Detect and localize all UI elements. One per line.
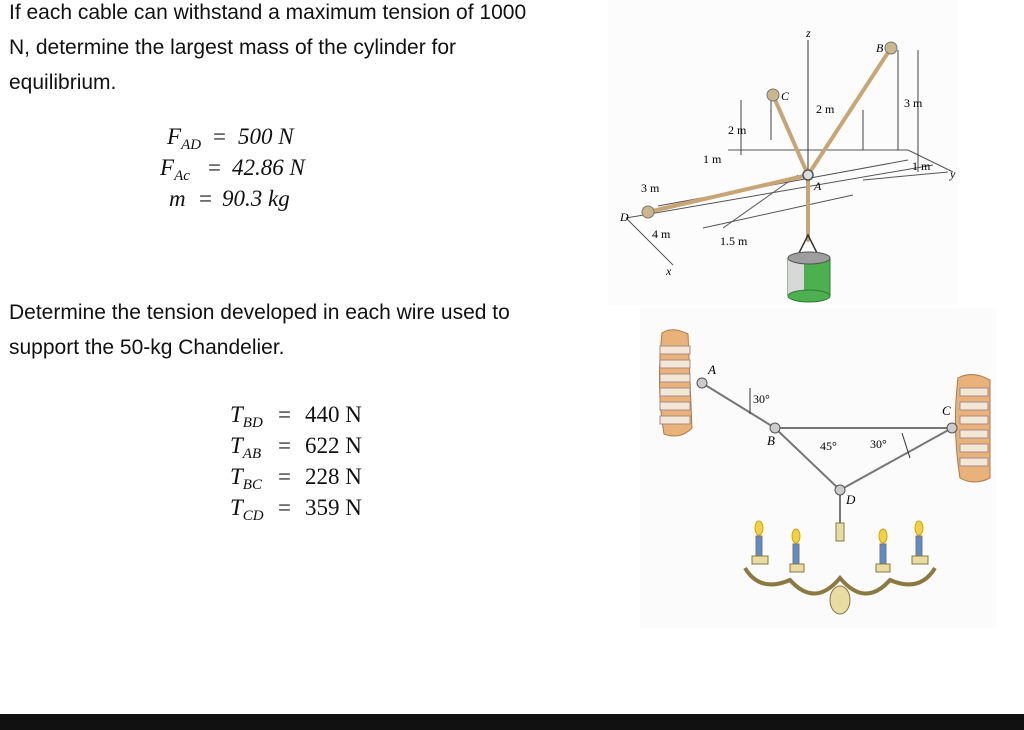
chandelier: [743, 520, 937, 615]
label-A: A: [707, 362, 716, 377]
ring-C: [946, 422, 958, 434]
answer-row: TCD = 359 N: [230, 495, 362, 524]
cylinder: [787, 233, 831, 303]
dim-1-5m: 1.5 m: [720, 234, 748, 248]
answer-value: 440 N: [305, 402, 362, 427]
label-B: B: [767, 433, 775, 448]
ring-A: [802, 169, 814, 181]
angle-45: 45°: [820, 439, 837, 453]
answer-value: 359 N: [305, 495, 362, 520]
angle-30-top: 30°: [753, 392, 770, 406]
ring-B: [769, 422, 781, 434]
problem2-answers: TBD = 440 N TAB = 622 N TBC = 228 N TCD …: [230, 402, 430, 526]
problem1-statement: If each cable can withstand a maximum te…: [9, 0, 589, 100]
right-wall: [954, 374, 991, 483]
dim-2m-vertical: 2 m: [728, 123, 747, 137]
left-wall: [658, 329, 693, 437]
answer-value: 228 N: [305, 464, 362, 489]
problem2-statement: Determine the tension developed in each …: [9, 295, 589, 365]
dim-4m: 4 m: [652, 227, 671, 241]
label-x: x: [665, 264, 672, 278]
label-A: A: [813, 179, 822, 193]
answer-row: TAB = 622 N: [230, 433, 362, 462]
label-z: z: [805, 26, 811, 40]
answer-row: FAD = 500 N: [167, 124, 294, 153]
ring-A: [696, 377, 708, 389]
problem2-line1: Determine the tension developed in each …: [9, 301, 510, 324]
answer-value: 622 N: [305, 433, 362, 458]
label-C: C: [942, 403, 951, 418]
answer-row: TBD = 440 N: [230, 402, 362, 431]
label-D: D: [619, 210, 629, 224]
label-D: D: [845, 492, 856, 507]
support-B: [884, 41, 898, 55]
angle-30-right: 30°: [870, 437, 887, 451]
problem1-line3: equilibrium.: [9, 71, 117, 94]
support-D: [641, 205, 655, 219]
dim-1m-left: 1 m: [703, 152, 722, 166]
dim-3m-right: 3 m: [904, 96, 923, 110]
answer-value: 42.86 N: [232, 155, 305, 180]
answer-value: 500 N: [238, 124, 294, 149]
support-C: [766, 88, 780, 102]
bottom-bar: [0, 714, 1024, 730]
ring-D: [834, 484, 846, 496]
dim-1m-right: 1 m: [912, 159, 931, 173]
dim-3m-left: 3 m: [641, 181, 660, 195]
dim-2m-top: 2 m: [816, 102, 835, 116]
problem1-answers: FAD = 500 N FAc = 42.86 N m = 90.3 kg: [160, 124, 360, 217]
problem2-line2: support the 50-kg Chandelier.: [9, 336, 285, 359]
label-y: y: [949, 167, 956, 181]
answer-row: m = 90.3 kg: [169, 186, 290, 211]
label-C: C: [781, 89, 790, 103]
problem1-line2: N, determine the largest mass of the cyl…: [9, 36, 457, 59]
label-B: B: [876, 41, 884, 55]
answer-row: FAc = 42.86 N: [160, 155, 305, 184]
answer-value: 90.3 kg: [222, 186, 290, 211]
cable-cylinder-figure: z x y A B C D 2 m 2 m 3 m 3 m 1 m 1 m 4 …: [608, 0, 958, 305]
problem1-line1: If each cable can withstand a maximum te…: [9, 1, 527, 24]
chandelier-figure: A B C D 30° 45° 30°: [640, 308, 996, 628]
wires: [701, 382, 953, 523]
cables: [646, 46, 893, 242]
answer-row: TBC = 228 N: [230, 464, 362, 493]
